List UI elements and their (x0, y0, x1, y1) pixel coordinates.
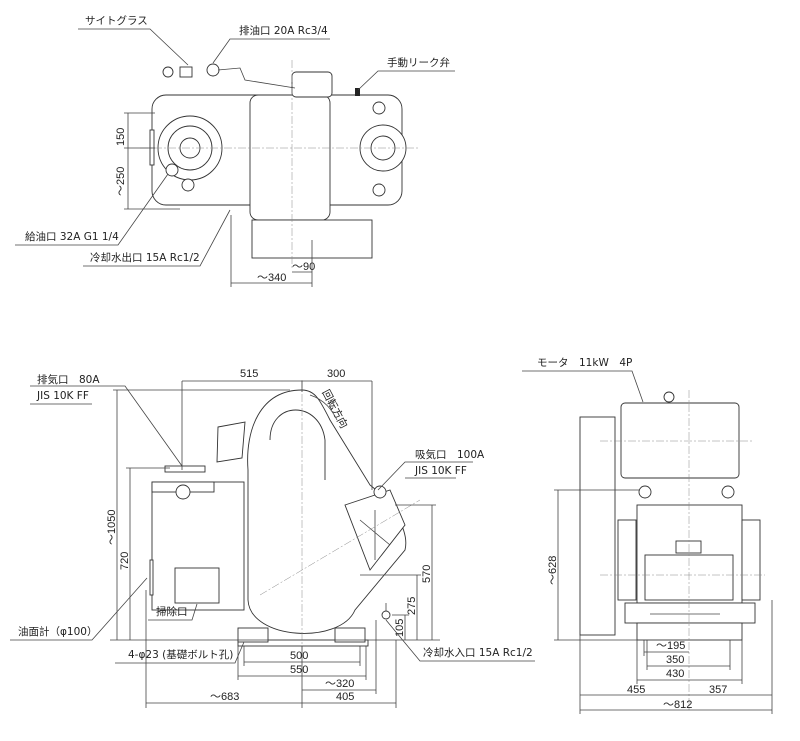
dim-628: ～628 (547, 556, 559, 585)
dim-1050: ～1050 (106, 510, 118, 545)
front-view-pump-body (149, 380, 421, 650)
dim-320: ～320 (325, 678, 354, 690)
dim-195: ～195 (656, 640, 685, 652)
dim-683: ～683 (210, 691, 239, 703)
leak-valve-icon (355, 88, 360, 96)
label-text: 冷却水出口 15A Rc1/2 (90, 251, 200, 264)
dim-405: 405 (336, 691, 354, 703)
side-view: モータ 11kW 4P ～628 ～195 350 430 455 357 ～8… (522, 357, 773, 714)
dim-150: 150 (115, 128, 127, 146)
label-oil-gauge: 油面計（φ100） (10, 577, 148, 641)
label-oil-drain: 排油口 20A Rc3/4 (212, 24, 330, 64)
label-text: 給油口 32A G1 1/4 (25, 230, 119, 243)
label-oil-fill: 給油口 32A G1 1/4 (15, 173, 169, 246)
label-text: サイトグラス (85, 14, 148, 27)
top-view: サイトグラス 排油口 20A Rc3/4 手動リーク弁 給油口 32A G1 1… (15, 14, 455, 287)
dim-550: 550 (290, 664, 308, 676)
front-dimensions: 515 300 ～1050 720 570 275 105 500 550 ～3… (106, 368, 440, 708)
dim-515: 515 (240, 368, 258, 380)
front-view: 排気口 80A JIS 10K FF 回転方向 吸気口 100A JIS 10K… (10, 368, 535, 708)
label-text: モータ 11kW 4P (537, 357, 632, 369)
label-text: 掃除口 (156, 605, 188, 618)
side-dimensions: ～628 ～195 350 430 455 357 ～812 (547, 489, 773, 714)
top-dimensions: 150 ～250 ～90 ～340 (115, 112, 315, 287)
dim-812: ～812 (663, 699, 692, 711)
label-text: 吸気口 100A (415, 448, 485, 461)
dim-275: 275 (406, 597, 418, 615)
dim-455: 455 (627, 684, 645, 696)
dim-430: 430 (666, 668, 684, 680)
dim-105: 105 (394, 619, 406, 637)
dim-500: 500 (290, 650, 308, 662)
label-intake-port: 吸気口 100A JIS 10K FF (377, 448, 485, 491)
label-sight-glass: サイトグラス (78, 14, 189, 66)
label-text: 排気口 80A (37, 373, 100, 386)
label-cooling-water-outlet: 冷却水出口 15A Rc1/2 (83, 209, 231, 267)
dim-90: ～90 (292, 261, 315, 273)
dim-250: ～250 (115, 167, 127, 196)
label-text: 排油口 20A Rc3/4 (239, 24, 328, 37)
label-exhaust-port: 排気口 80A JIS 10K FF (30, 373, 183, 467)
dim-340: ～340 (257, 272, 286, 284)
label-text: JIS 10K FF (414, 465, 467, 477)
label-text: 冷却水入口 15A Rc1/2 (423, 646, 533, 659)
dim-350: 350 (666, 654, 684, 666)
top-view-pump-body (140, 60, 420, 270)
dim-357: 357 (709, 684, 727, 696)
label-manual-leak-valve: 手動リーク弁 (357, 56, 455, 91)
label-text: 手動リーク弁 (387, 56, 450, 69)
dim-720: 720 (119, 552, 131, 570)
label-cleanout: 掃除口 (148, 603, 198, 621)
label-motor: モータ 11kW 4P (522, 357, 644, 403)
side-view-pump-body (579, 390, 765, 710)
dim-300: 300 (327, 368, 345, 380)
label-text: 4-φ23 (基礎ボルト孔) (128, 648, 233, 661)
label-text: 油面計（φ100） (18, 625, 97, 638)
label-text: JIS 10K FF (36, 390, 89, 402)
label-cooling-water-inlet: 冷却水入口 15A Rc1/2 (385, 619, 535, 662)
dim-570: 570 (421, 565, 433, 583)
label-foundation-holes: 4-φ23 (基礎ボルト孔) (115, 641, 245, 664)
